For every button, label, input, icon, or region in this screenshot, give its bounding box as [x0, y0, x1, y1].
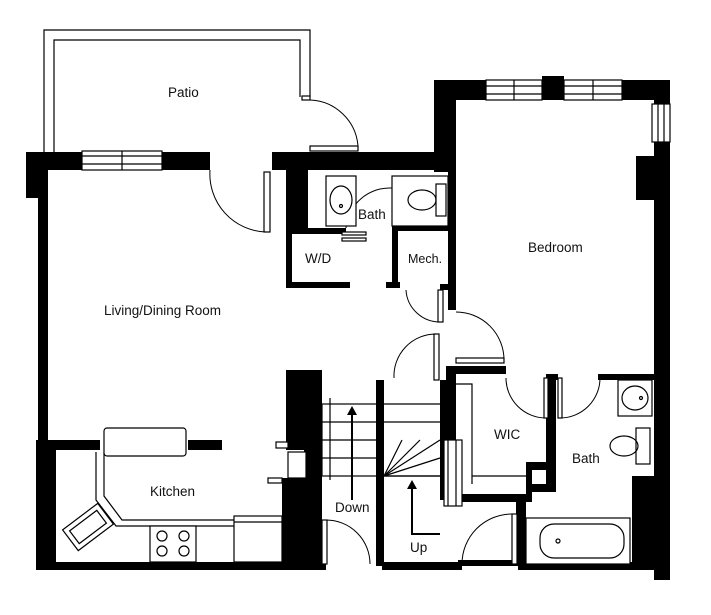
walls: [26, 80, 670, 580]
room-label-mech: Mech.: [408, 252, 442, 266]
room-label-living-dining: Living/Dining Room: [104, 303, 221, 318]
room-label-wic: WIC: [494, 427, 520, 442]
stairs: [321, 398, 463, 535]
patio-railing: [43, 29, 311, 152]
room-label-bath-lower: Bath: [572, 451, 600, 466]
room-label-kitchen: Kitchen: [150, 484, 195, 499]
stair-label-down: Down: [335, 500, 370, 515]
windows: [81, 76, 671, 171]
room-label-bath-upper: Bath: [358, 207, 386, 222]
fixtures: [61, 175, 653, 565]
room-label-wd: W/D: [305, 251, 331, 266]
room-label-bedroom: Bedroom: [528, 240, 583, 255]
stair-label-up: Up: [410, 540, 427, 555]
room-label-patio: Patio: [168, 85, 199, 100]
doors: [209, 99, 601, 565]
room-labels: Patio Living/Dining Room Kitchen Bath W/…: [104, 85, 600, 555]
